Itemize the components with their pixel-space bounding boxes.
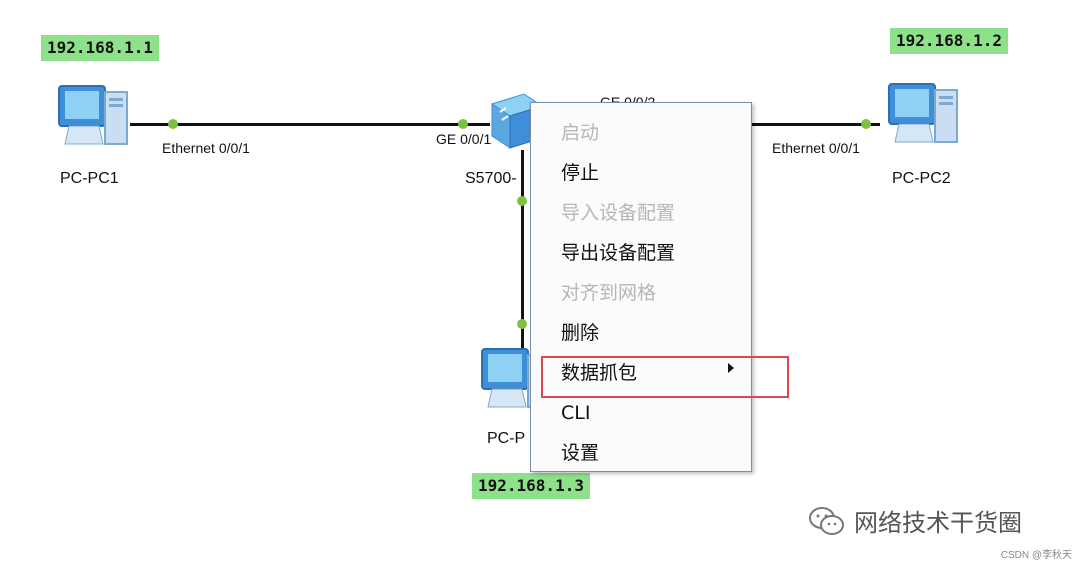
submenu-arrow-icon	[728, 363, 734, 373]
link-switch-pc3	[521, 150, 524, 360]
watermark: 网络技术干货圈	[808, 503, 1022, 538]
menu-item-cli[interactable]: CLI	[561, 402, 591, 424]
switch-label: S5700-	[465, 170, 517, 187]
port-dot-pc3	[517, 319, 527, 329]
menu-item-delete[interactable]: 删除	[561, 322, 600, 344]
menu-item-export-config[interactable]: 导出设备配置	[561, 242, 676, 264]
pc1-label: PC-PC1	[60, 170, 119, 187]
menu-item-align-grid: 对齐到网格	[561, 282, 657, 304]
csdn-credit: CSDN @李秋天	[1000, 550, 1072, 561]
ip-label-pc3: 192.168.1.3	[472, 473, 590, 499]
switch-port-ge1-label: GE 0/0/1	[436, 131, 492, 147]
wechat-icon	[809, 506, 844, 535]
pc2-label: PC-PC2	[892, 170, 951, 187]
port-dot-switch-down	[517, 196, 527, 206]
pc1-port-label: Ethernet 0/0/1	[162, 140, 250, 156]
menu-item-import-config: 导入设备配置	[561, 202, 676, 224]
watermark-text: 网络技术干货圈	[854, 509, 1022, 537]
ip-label-pc2: 192.168.1.2	[890, 28, 1008, 54]
pc1-icon[interactable]	[55, 82, 135, 162]
menu-item-packet-capture[interactable]: 数据抓包	[561, 362, 638, 384]
pc2-icon[interactable]	[885, 80, 965, 160]
pc3-label: PC-P	[487, 430, 526, 447]
context-menu: 启动 停止 导入设备配置 导出设备配置 对齐到网格 删除 数据抓包 CLI 设置	[530, 102, 752, 472]
port-dot-switch-ge1	[458, 119, 468, 129]
menu-item-stop[interactable]: 停止	[561, 162, 600, 184]
link-pc1-switch	[130, 123, 490, 126]
pc2-port-label: Ethernet 0/0/1	[772, 140, 860, 156]
highlight-box	[541, 356, 789, 398]
port-dot-pc2	[861, 119, 871, 129]
ip-label-pc1: 192.168.1.1	[41, 35, 159, 61]
menu-item-start: 启动	[561, 122, 600, 144]
menu-item-settings[interactable]: 设置	[561, 442, 600, 464]
port-dot-pc1	[168, 119, 178, 129]
